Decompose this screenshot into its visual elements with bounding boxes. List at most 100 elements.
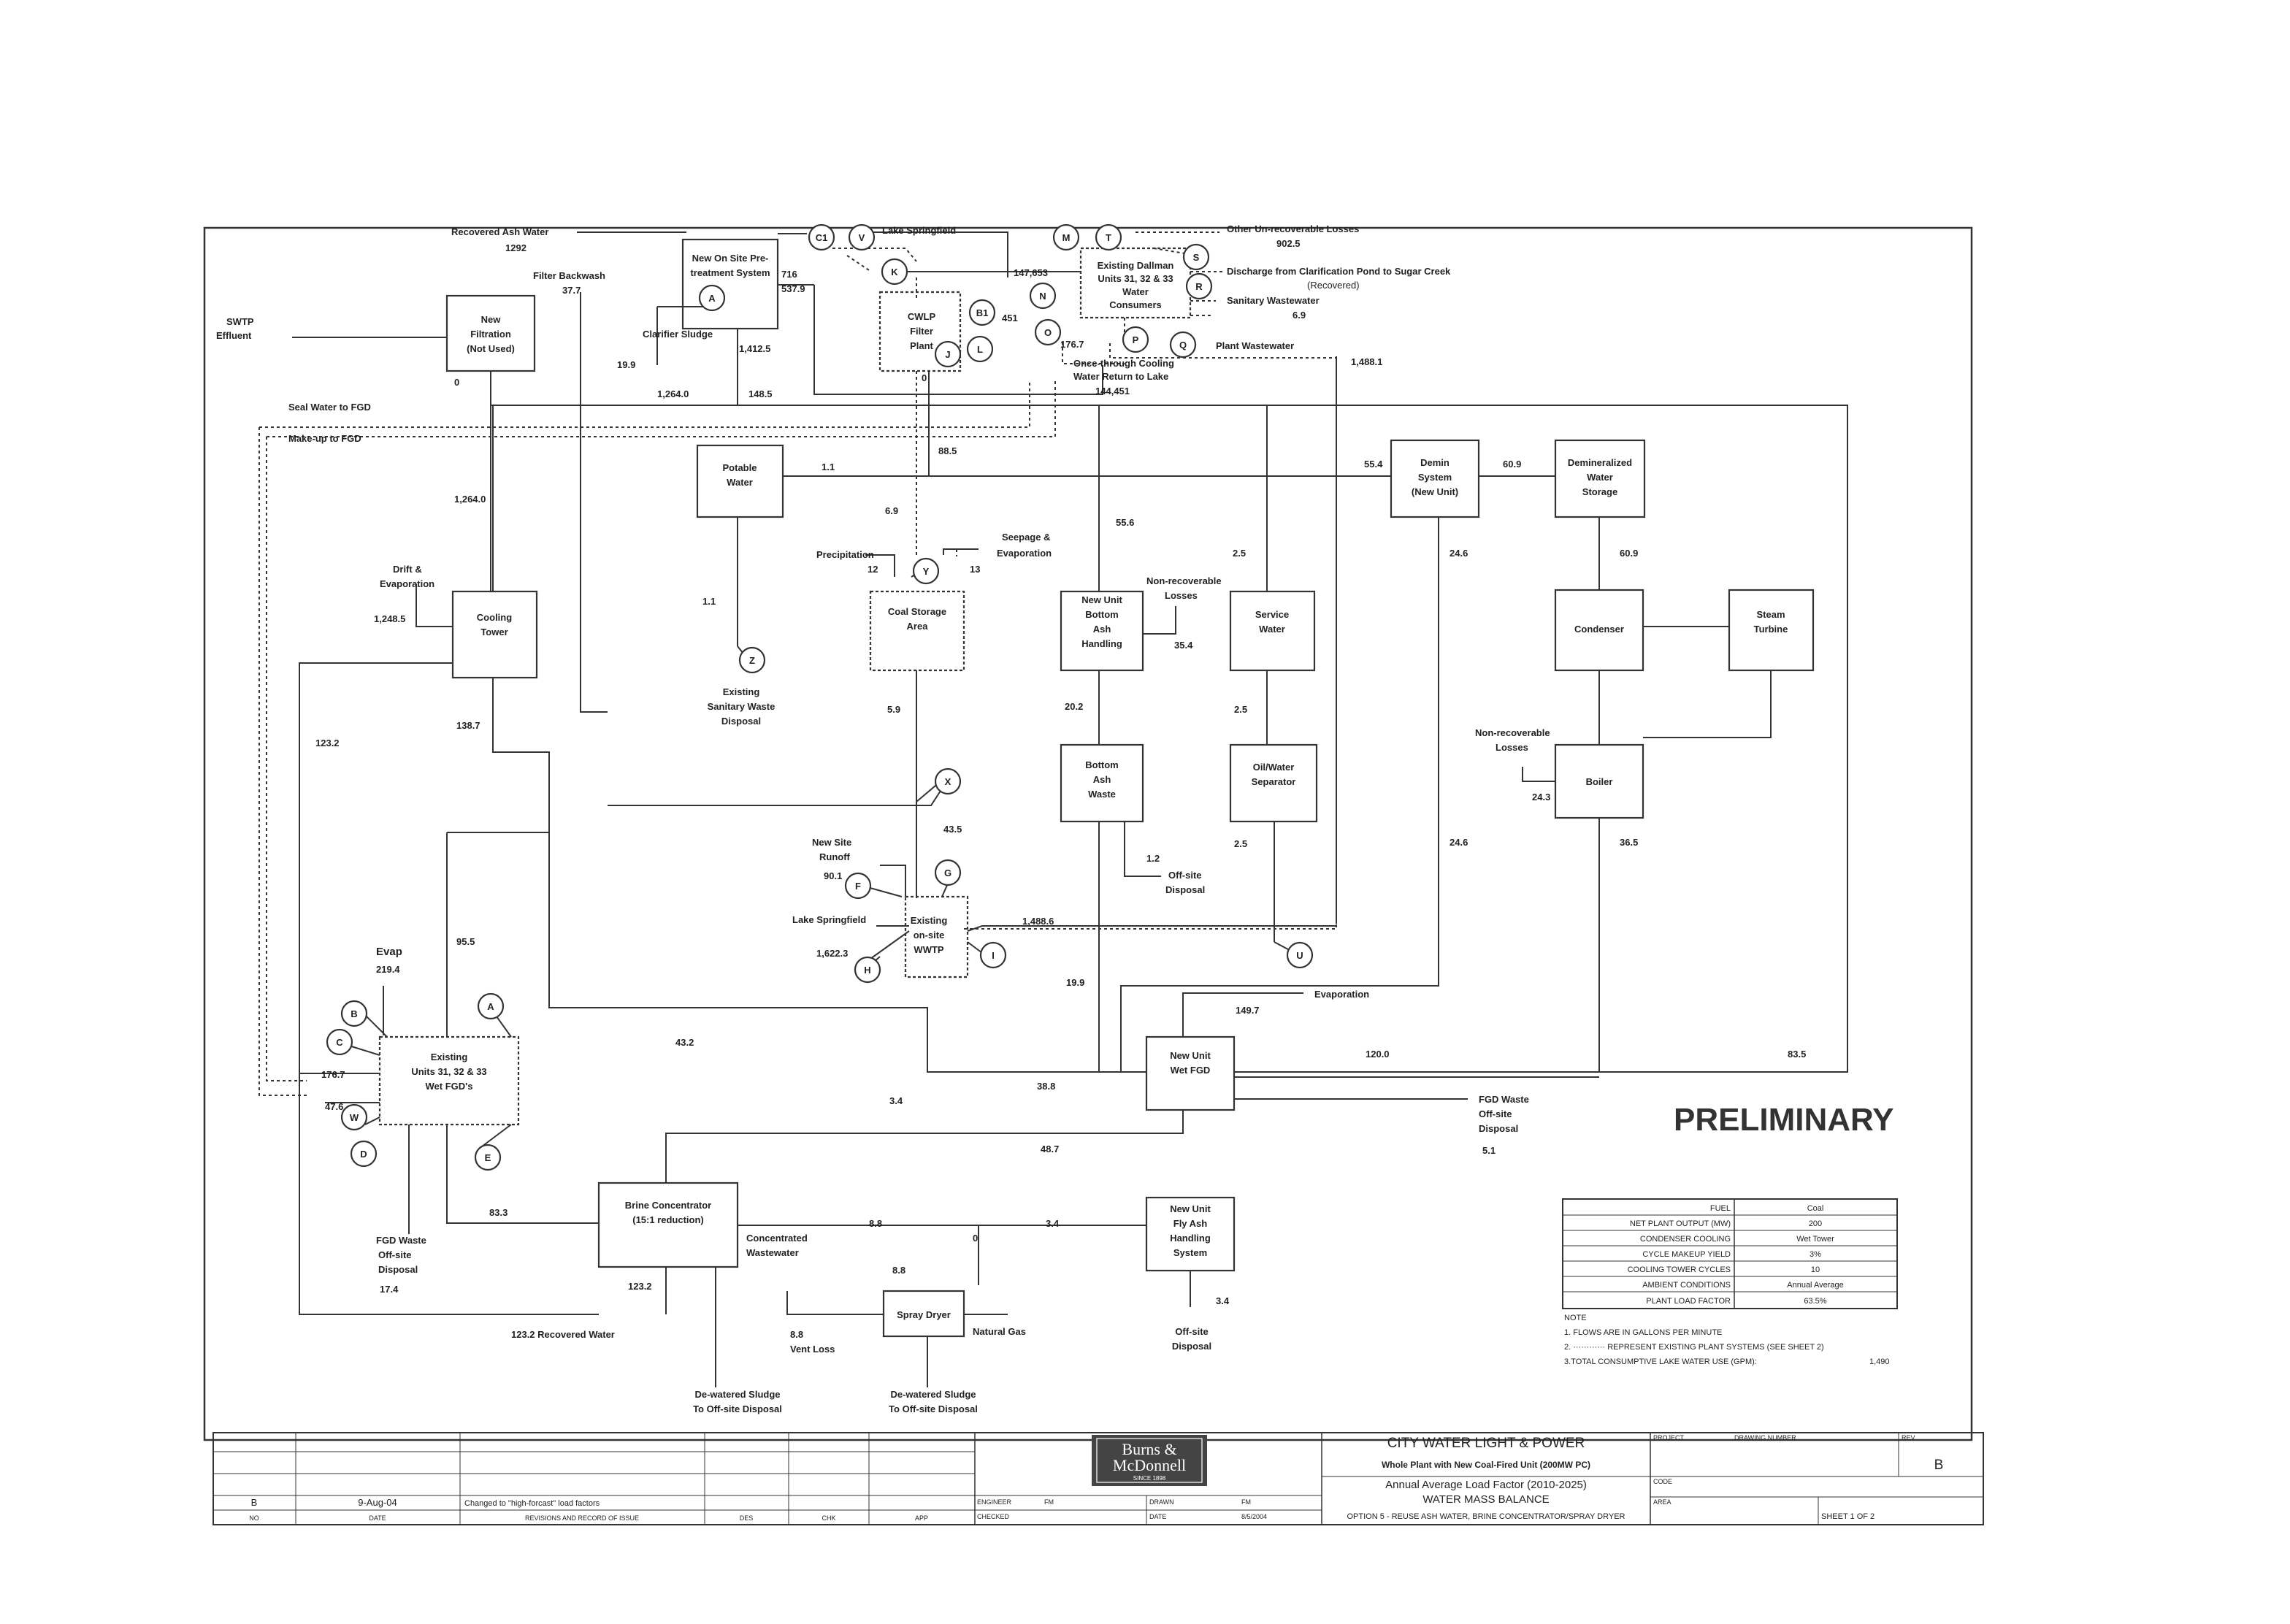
- tb-date: DATE: [1149, 1513, 1166, 1520]
- label-dewatered-1: De-watered Sludge: [694, 1389, 780, 1400]
- flow-value: 83.3: [489, 1207, 508, 1218]
- new-fgd-block: [1145, 1035, 1236, 1111]
- tb-drawn-value: FM: [1241, 1498, 1251, 1506]
- label-sanitary-2: Sanitary Waste: [708, 701, 776, 712]
- param-label: PLANT LOAD FACTOR: [1646, 1297, 1731, 1306]
- flow-value: 38.8: [1037, 1081, 1055, 1092]
- drawing-frame: [203, 226, 1973, 1441]
- label-vent-loss: Vent Loss: [790, 1344, 835, 1355]
- label-makeup-fgd: Make-up to FGD: [288, 433, 361, 444]
- swtp-label-2: Effluent: [216, 330, 252, 341]
- flow-value: 55.4: [1364, 459, 1383, 470]
- label-sanitary-1: Existing: [723, 686, 760, 697]
- label-clarifier-sludge: Clarifier Sludge: [643, 329, 713, 340]
- param-value: Annual Average: [1787, 1281, 1843, 1290]
- dallman-label-4: Consumers: [1109, 299, 1162, 310]
- tag-v: V: [859, 232, 865, 243]
- flow-value: 60.9: [1620, 548, 1638, 559]
- wwtp-label-3: WWTP: [914, 944, 943, 955]
- spray-dryer-label: Spray Dryer: [897, 1309, 951, 1320]
- tag-j: J: [945, 349, 950, 360]
- label-nonrec-2b: Losses: [1496, 742, 1528, 753]
- steam-turbine-block: [1728, 589, 1815, 672]
- flow-value: 60.9: [1503, 459, 1521, 470]
- flow-value: 1,622.3: [816, 948, 848, 959]
- flow-value: 1,264.0: [454, 494, 486, 505]
- ash-label-1: New Unit: [1081, 594, 1122, 605]
- param-label: CONDENSER COOLING: [1640, 1235, 1731, 1244]
- wwtp-label-2: on-site: [914, 930, 945, 941]
- ash-label-3: Ash: [1093, 624, 1111, 635]
- logo-text-2: McDonnell: [1113, 1456, 1186, 1474]
- flow-values: 1292 37.7 716 537.9 147,653 902.5 6.9 45…: [315, 238, 1806, 1340]
- flow-value: 0: [922, 372, 927, 383]
- flow-value: 20.2: [1065, 701, 1083, 712]
- tag-f: F: [855, 881, 861, 892]
- flow-value: 17.4: [380, 1284, 399, 1295]
- label-offsite-fly: Off-site: [1175, 1326, 1209, 1337]
- label-fgd-waste-ex: FGD Waste: [376, 1235, 426, 1246]
- label-other-losses: Other Un-recoverable Losses: [1227, 223, 1359, 234]
- param-label: FUEL: [1710, 1204, 1731, 1213]
- flow-value: 8.8: [869, 1218, 882, 1229]
- tag-p: P: [1133, 334, 1139, 345]
- rev-description: Changed to "high-forcast" load factors: [464, 1499, 600, 1508]
- label-dewatered-2b: To Off-site Disposal: [889, 1403, 978, 1414]
- bottom-ash-waste-block: [1060, 743, 1144, 823]
- tag-c1: C1: [816, 232, 828, 243]
- flow-value: 36.5: [1620, 837, 1638, 848]
- label-lake-springfield-top: Lake Springfield: [882, 225, 956, 236]
- flow-value: 35.4: [1174, 640, 1193, 651]
- tag-g: G: [944, 867, 951, 878]
- brine-block: [597, 1181, 739, 1268]
- tag-w: W: [350, 1112, 359, 1123]
- tag-h: H: [864, 965, 870, 976]
- tag-x: X: [945, 776, 951, 787]
- oilwater-label-2: Separator: [1252, 776, 1296, 787]
- label-runoff: New Site: [812, 837, 851, 848]
- label-concentrated: Concentrated: [746, 1233, 808, 1244]
- header-app: APP: [915, 1514, 928, 1522]
- param-value: 3%: [1810, 1250, 1821, 1259]
- label-seal-water: Seal Water to FGD: [288, 402, 371, 413]
- tb-drawing-number: DRAWING NUMBER: [1734, 1434, 1796, 1441]
- flow-value: 55.6: [1116, 517, 1134, 528]
- label-lake-springfield-left: Lake Springfield: [792, 914, 866, 925]
- header-des: DES: [740, 1514, 754, 1522]
- flow-value: 6.9: [1293, 310, 1306, 321]
- tag-a-fgd: A: [487, 1001, 494, 1012]
- flow-value: 88.5: [938, 445, 957, 456]
- boiler-block: [1554, 743, 1644, 819]
- cwlp-filter-block: [878, 291, 962, 372]
- cwlp-label-2: Filter: [910, 326, 933, 337]
- flow-value: 1.1: [822, 461, 835, 472]
- flow-value: 1292: [505, 242, 526, 253]
- potable-water-block: [696, 444, 784, 518]
- flow-value: 3.4: [889, 1095, 903, 1106]
- cwlp-label-1: CWLP: [908, 311, 936, 322]
- label-fgd-waste-new-2: Off-site: [1479, 1108, 1512, 1119]
- note-3: 3.TOTAL CONSUMPTIVE LAKE WATER USE (GPM)…: [1564, 1357, 1757, 1366]
- flyash-label-3: Handling: [1170, 1233, 1211, 1244]
- label-sanitary-wastewater: Sanitary Wastewater: [1227, 295, 1320, 306]
- brine-label-2: (15:1 reduction): [632, 1214, 704, 1225]
- label-fgd-waste-ex-3: Disposal: [378, 1264, 418, 1275]
- stream-labels: Recovered Ash Water Filter Backwash Clar…: [288, 223, 1550, 1414]
- parameters-table: FUEL Coal NET PLANT OUTPUT (MW) 200 COND…: [1562, 1198, 1898, 1366]
- block-labels: SWTP Effluent New Filtration (Not Used) …: [216, 253, 1788, 1320]
- tb-engineer: ENGINEER: [977, 1498, 1012, 1506]
- param-label: NET PLANT OUTPUT (MW): [1630, 1219, 1731, 1228]
- service-water-block: [1229, 590, 1316, 672]
- bottom-ash-handling-block: [1060, 590, 1144, 672]
- tb-drawn: DRAWN: [1149, 1498, 1174, 1506]
- flow-value: 537.9: [781, 283, 805, 294]
- storage-label-1: Demineralized: [1568, 457, 1632, 468]
- header-revisions: REVISIONS AND RECORD OF ISSUE: [525, 1514, 639, 1522]
- flyash-label-2: Fly Ash: [1173, 1218, 1208, 1229]
- flow-value: 176.7: [1060, 339, 1084, 350]
- exfgd-label-3: Wet FGD's: [426, 1081, 473, 1092]
- tag-k: K: [891, 267, 898, 277]
- preliminary-stamp: PRELIMINARY: [1674, 1102, 1894, 1138]
- title-block: Burns & McDonnell SINCE 1898 CITY WATER …: [212, 1432, 1984, 1525]
